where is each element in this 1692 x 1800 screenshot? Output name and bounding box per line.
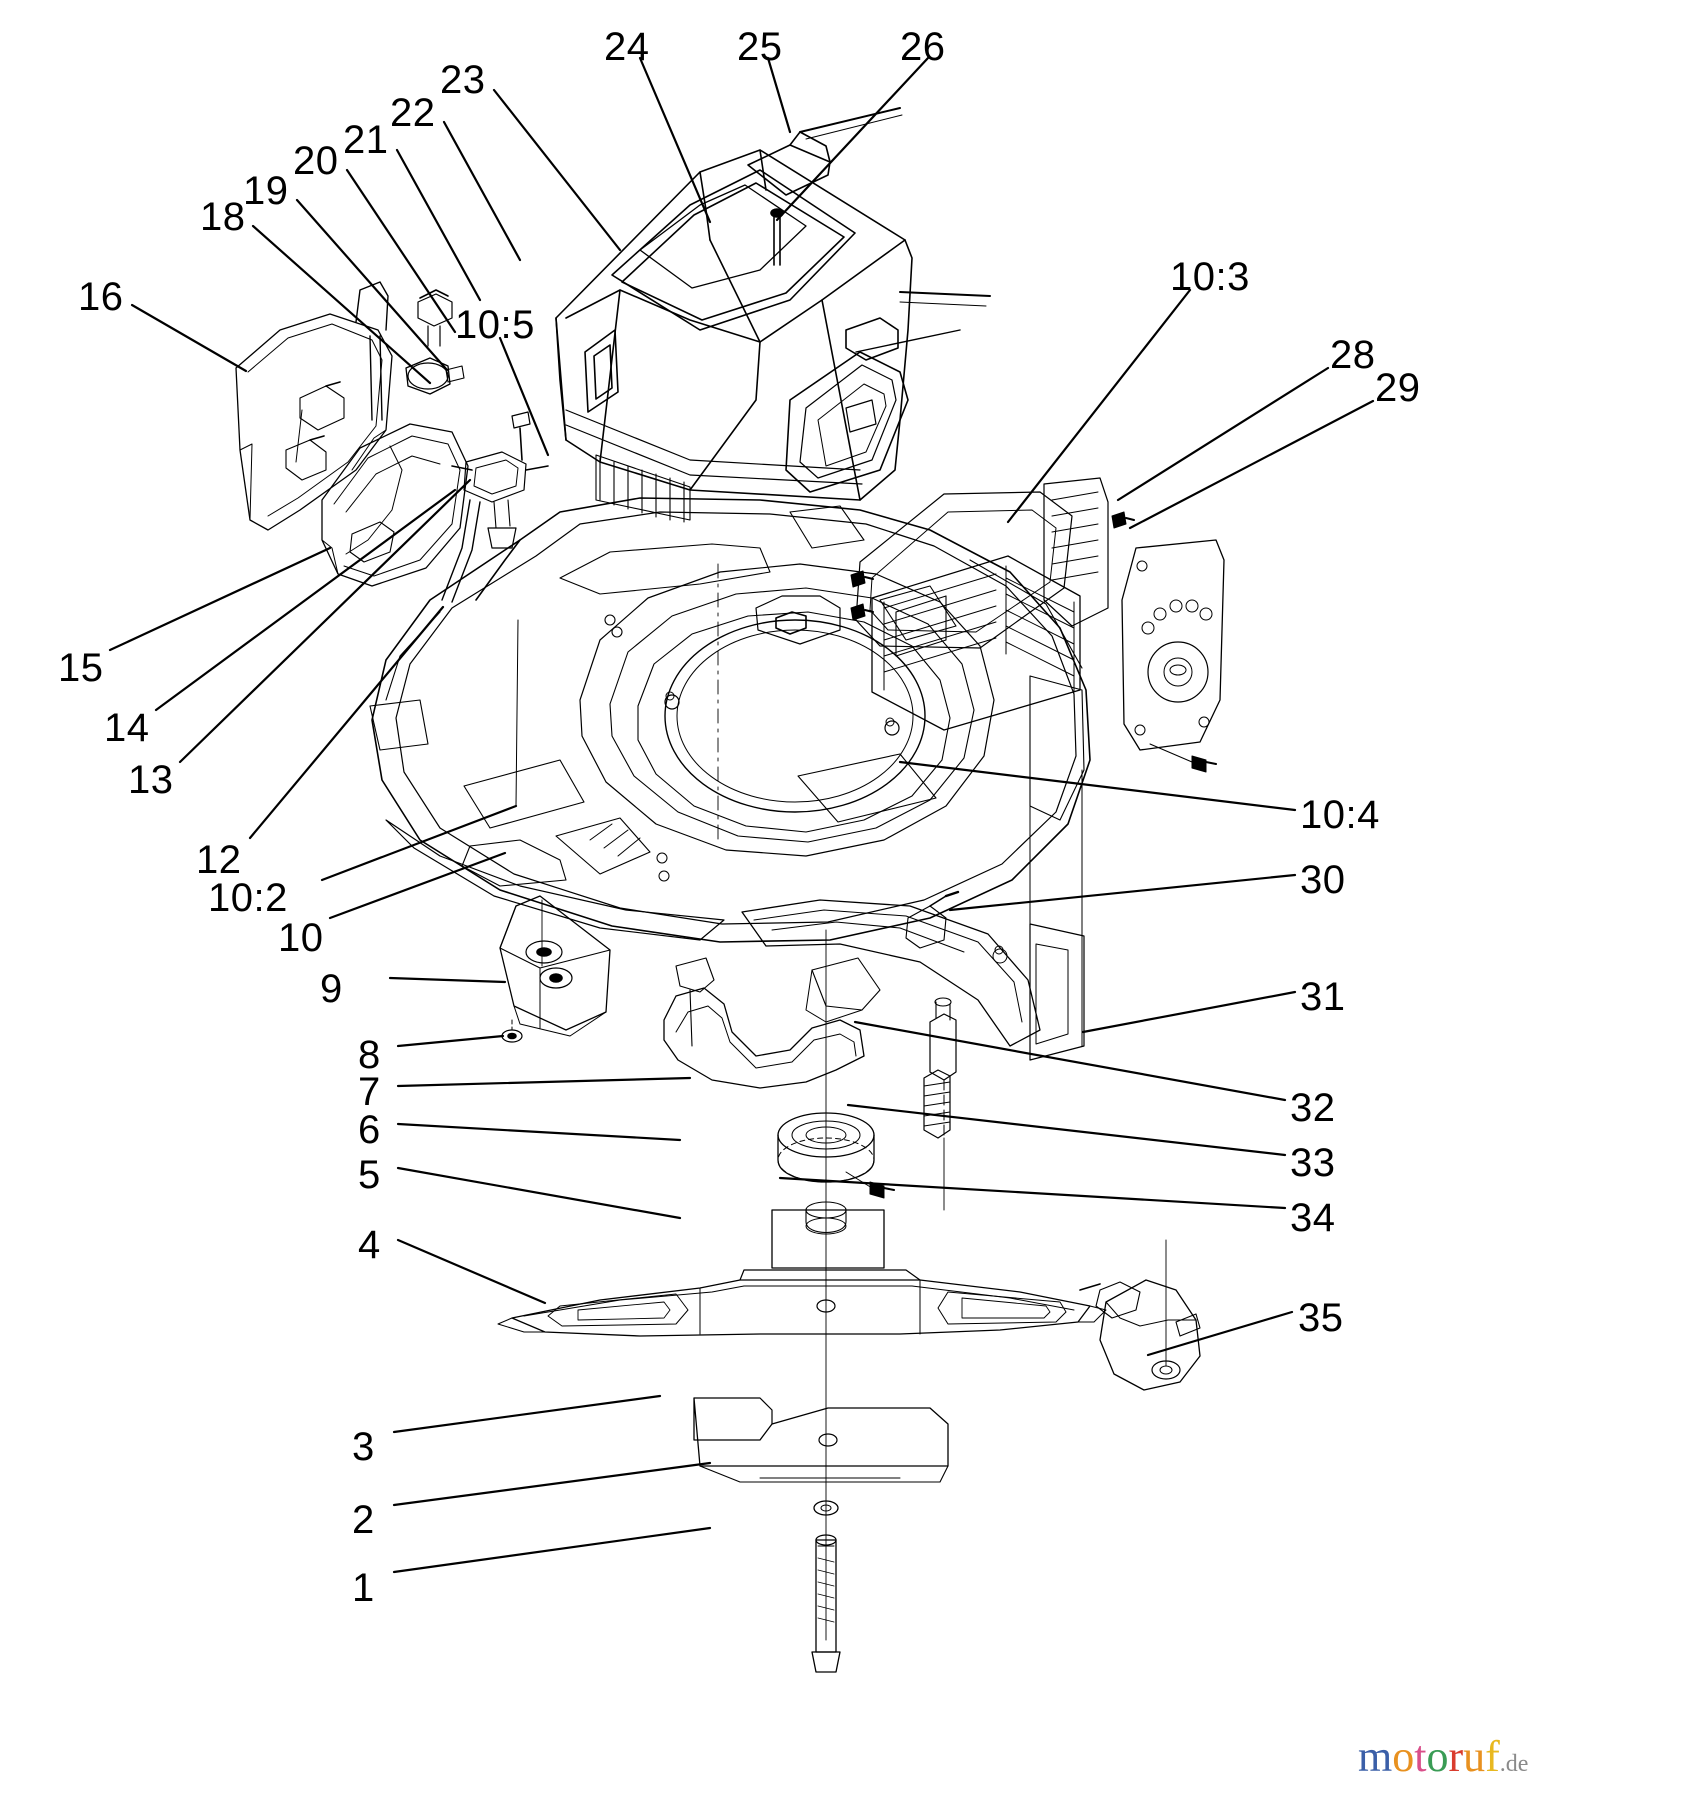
callout-number-16: 16 bbox=[78, 275, 124, 319]
callout-number-5: 5 bbox=[358, 1153, 381, 1197]
callout-number-6: 6 bbox=[358, 1108, 381, 1152]
callout-number-18: 18 bbox=[200, 195, 246, 239]
callout-number-30: 30 bbox=[1300, 858, 1346, 902]
leader-line-7 bbox=[396, 1076, 692, 1088]
blade-stack-drawing bbox=[497, 929, 1107, 1673]
leader-line-16 bbox=[130, 303, 248, 373]
callout-number-31: 31 bbox=[1300, 975, 1346, 1019]
leader-line-13 bbox=[178, 478, 472, 764]
callout-number-10-4: 10:4 bbox=[1300, 793, 1380, 837]
callout-number-15: 15 bbox=[58, 646, 104, 690]
callout-number-3: 3 bbox=[352, 1425, 375, 1469]
callout-number-35: 35 bbox=[1298, 1296, 1344, 1340]
leader-line-22 bbox=[442, 120, 522, 262]
callout-number-20: 20 bbox=[293, 139, 339, 183]
callout-number-8: 8 bbox=[358, 1033, 381, 1077]
leader-line-10-5 bbox=[498, 336, 550, 457]
callout-number-1: 1 bbox=[352, 1566, 375, 1610]
callout-number-32: 32 bbox=[1290, 1086, 1336, 1130]
leader-line-12 bbox=[248, 605, 445, 840]
leader-line-6 bbox=[396, 1122, 682, 1142]
callout-number-10-5: 10:5 bbox=[455, 303, 535, 347]
callout-number-25: 25 bbox=[737, 25, 783, 69]
motoruf-watermark: motoruf.de bbox=[1358, 1735, 1528, 1779]
leader-line-19 bbox=[295, 198, 449, 372]
leader-line-23 bbox=[492, 88, 622, 252]
leader-line-21 bbox=[395, 148, 482, 302]
watermark-suffix: .de bbox=[1499, 1751, 1529, 1777]
callout-number-34: 34 bbox=[1290, 1196, 1336, 1240]
watermark-letter: t bbox=[1414, 1732, 1427, 1781]
leader-line-32 bbox=[853, 1020, 1287, 1102]
callout-number-29: 29 bbox=[1375, 366, 1421, 410]
callout-number-12: 12 bbox=[196, 838, 242, 882]
leader-line-34 bbox=[778, 1176, 1287, 1210]
spindle-housing-drawing bbox=[499, 895, 611, 1043]
rear-deflector-drawing bbox=[663, 890, 1041, 1089]
leader-line-29 bbox=[1128, 399, 1375, 530]
watermark-letter: o bbox=[1426, 1732, 1449, 1781]
callout-number-26: 26 bbox=[900, 25, 946, 69]
leader-line-5 bbox=[396, 1166, 682, 1220]
leader-line-25 bbox=[766, 56, 792, 134]
watermark-letter: u bbox=[1463, 1732, 1486, 1781]
leader-line-31 bbox=[1081, 990, 1297, 1034]
callout-number-14: 14 bbox=[104, 706, 150, 750]
callout-number-23: 23 bbox=[440, 58, 486, 102]
callout-number-21: 21 bbox=[343, 118, 389, 162]
callout-number-13: 13 bbox=[128, 758, 174, 802]
spring-rod-drawing bbox=[923, 997, 957, 1211]
leader-line-30 bbox=[948, 873, 1297, 912]
leader-line-15 bbox=[108, 546, 332, 652]
wheel-bracket-drawing bbox=[1079, 1239, 1201, 1391]
watermark-letter: r bbox=[1448, 1732, 1464, 1781]
leader-line-24 bbox=[638, 56, 712, 224]
small-fasteners-drawing bbox=[355, 281, 549, 807]
leader-line-10 bbox=[328, 851, 507, 920]
leader-line-4 bbox=[396, 1238, 547, 1305]
callout-number-24: 24 bbox=[604, 25, 650, 69]
callout-number-9: 9 bbox=[320, 967, 343, 1011]
callout-number-22: 22 bbox=[390, 91, 436, 135]
callout-number-10-2: 10:2 bbox=[208, 876, 288, 920]
rear-discharge-door-drawing bbox=[850, 477, 1135, 731]
watermark-letter: m bbox=[1358, 1732, 1393, 1781]
callout-number-19: 19 bbox=[243, 169, 289, 213]
leader-line-10-2 bbox=[320, 804, 518, 882]
callout-number-33: 33 bbox=[1290, 1141, 1336, 1185]
leader-line-26 bbox=[775, 56, 930, 222]
leader-line-8 bbox=[396, 1034, 505, 1048]
side-cover-drawing bbox=[235, 313, 393, 531]
callout-number-10-3: 10:3 bbox=[1170, 255, 1250, 299]
height-adjust-plate-drawing bbox=[1121, 539, 1225, 773]
leader-line-9 bbox=[388, 976, 507, 984]
callout-number-2: 2 bbox=[352, 1498, 375, 1542]
leader-line-10-4 bbox=[898, 760, 1297, 812]
leader-line-20 bbox=[345, 168, 457, 334]
leader-line-28 bbox=[1116, 366, 1330, 502]
engine-assembly-drawing bbox=[555, 107, 991, 523]
leader-line-35 bbox=[1146, 1310, 1294, 1357]
leader-line-18 bbox=[251, 224, 432, 385]
leader-line-10-3 bbox=[1006, 288, 1192, 524]
watermark-letter: o bbox=[1392, 1732, 1415, 1781]
callout-number-10: 10 bbox=[278, 916, 324, 960]
leader-line-14 bbox=[154, 488, 457, 712]
leader-line-2 bbox=[392, 1461, 712, 1507]
callout-number-7: 7 bbox=[358, 1070, 381, 1114]
leader-line-33 bbox=[846, 1103, 1287, 1157]
watermark-letter: f bbox=[1485, 1732, 1500, 1781]
leader-line-1 bbox=[392, 1526, 712, 1574]
front-hood-drawing bbox=[321, 423, 469, 587]
leader-line-3 bbox=[392, 1394, 662, 1434]
callout-number-28: 28 bbox=[1330, 333, 1376, 377]
callout-number-4: 4 bbox=[358, 1223, 381, 1267]
